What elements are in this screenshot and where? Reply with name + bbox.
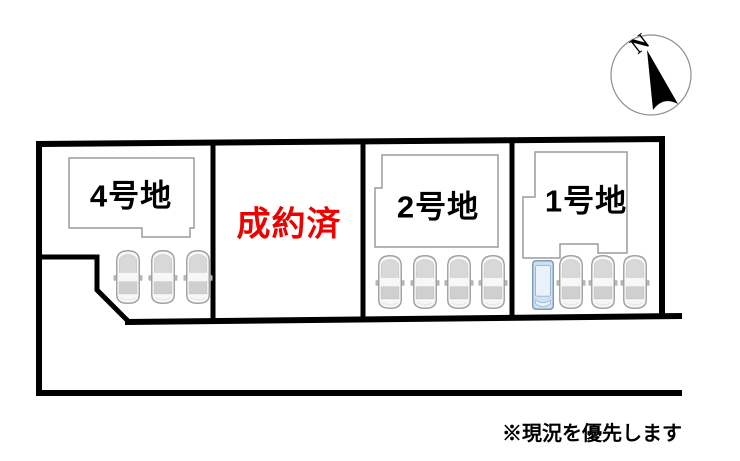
car-icon-highlighted xyxy=(531,259,555,311)
car-icon xyxy=(148,250,178,304)
car-icon xyxy=(444,255,474,309)
north-needle-icon xyxy=(647,50,678,110)
building-footprint-lot4 xyxy=(68,157,195,238)
compass xyxy=(610,34,692,116)
lot-4-label: 4号地 xyxy=(89,178,173,214)
lot-1-label: 1号地 xyxy=(544,183,628,219)
site-boundary-notch xyxy=(39,254,130,323)
sold-lot-label: 成約済 xyxy=(236,205,342,244)
car-icon xyxy=(478,255,508,309)
building-footprint-lot1 xyxy=(522,151,628,259)
note-text: ※現況を優先します xyxy=(502,423,682,445)
car-icon xyxy=(113,250,143,304)
lot-2-label: 2号地 xyxy=(396,189,480,225)
car-icon xyxy=(620,255,650,309)
car-icon xyxy=(556,255,586,309)
car-icon xyxy=(410,255,440,309)
building-footprint-lot2 xyxy=(374,154,499,248)
lot-frontage-line xyxy=(124,313,683,325)
site-boundary xyxy=(36,135,665,396)
car-icon xyxy=(183,250,213,304)
car-icon xyxy=(375,255,405,309)
car-icon xyxy=(588,255,618,309)
